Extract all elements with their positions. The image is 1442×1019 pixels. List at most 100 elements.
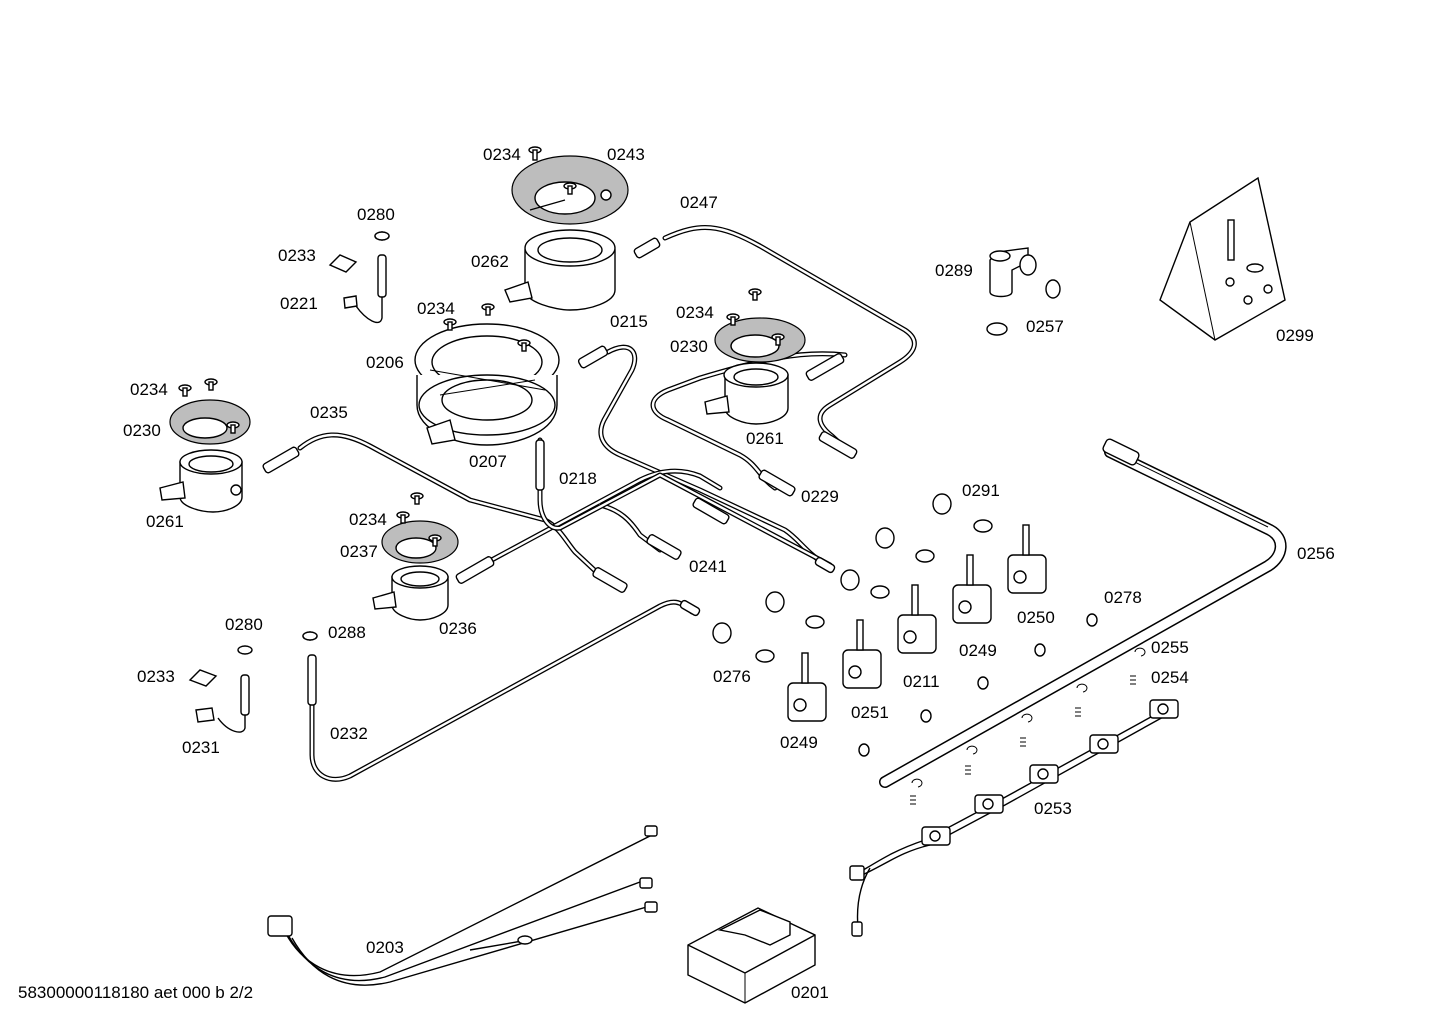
injector-0291 [932, 493, 993, 533]
label-0215: 0215 [610, 312, 648, 331]
screw-icon [443, 318, 457, 331]
nut-icon [692, 497, 730, 525]
nut-icon [577, 345, 609, 369]
spring-icon [1075, 707, 1081, 717]
part-labels: 0234 0243 0247 0280 0233 0262 0221 0234 … [123, 145, 1335, 1002]
burner-body-0261-right [704, 362, 789, 425]
spring-icon [965, 765, 971, 775]
valve-0249-b [787, 652, 827, 722]
label-0249: 0249 [780, 733, 818, 752]
label-0241: 0241 [689, 557, 727, 576]
washer-icon [1045, 279, 1061, 299]
terminal-icon [851, 921, 863, 937]
connector-0253 [849, 865, 865, 881]
screw-icon [396, 511, 410, 524]
label-0278: 0278 [1104, 588, 1142, 607]
label-0237: 0237 [340, 542, 378, 561]
label-0233: 0233 [137, 667, 175, 686]
clip-icon [1134, 647, 1146, 657]
label-0203: 0203 [366, 938, 404, 957]
nut-icon [633, 237, 661, 259]
label-0207: 0207 [469, 452, 507, 471]
label-0254: 0254 [1151, 668, 1189, 687]
screw-icon [563, 182, 577, 195]
thermocouple-0218 [535, 439, 545, 491]
label-0261: 0261 [746, 429, 784, 448]
spring-icon [1020, 737, 1026, 747]
nut-icon [679, 599, 701, 617]
injector-0276-c [765, 591, 825, 629]
label-0257: 0257 [1026, 317, 1064, 336]
parts-bag-0299 [1159, 176, 1286, 341]
washer-icon [977, 676, 989, 690]
washer-icon [858, 743, 870, 757]
label-0243: 0243 [607, 145, 645, 164]
burner-body-0261-left [159, 449, 243, 513]
burner-ring-0237 [381, 520, 459, 564]
switch-0254-b [1089, 734, 1119, 754]
clip-icon [1021, 713, 1033, 723]
screws [178, 146, 785, 547]
burner-body-0262 [504, 229, 616, 311]
ring-terminal-icon [517, 935, 533, 945]
label-0256: 0256 [1297, 544, 1335, 563]
screw-icon [481, 303, 495, 316]
nut-icon [455, 556, 495, 584]
injector-0276-b [840, 569, 890, 599]
washer-icon [986, 322, 1008, 336]
clip-icon [966, 745, 978, 755]
ignition-switches [910, 647, 1179, 846]
nut-icon [262, 446, 300, 474]
label-0234: 0234 [349, 510, 387, 529]
label-0262: 0262 [471, 252, 509, 271]
injector-0276-d [712, 622, 775, 663]
valve-0251 [842, 619, 882, 689]
label-0230: 0230 [123, 421, 161, 440]
nut-icon [592, 567, 628, 593]
label-0276: 0276 [713, 667, 751, 686]
label-0291: 0291 [962, 481, 1000, 500]
pipe-end-0256 [1102, 438, 1140, 466]
clip-icon [911, 778, 923, 788]
washer-icon [1086, 613, 1098, 627]
spring-icon [1130, 675, 1136, 685]
thermocouple-0232 [302, 631, 318, 706]
label-0201: 0201 [791, 983, 829, 1002]
washer-icon [1034, 643, 1046, 657]
terminal-icon [639, 877, 653, 889]
nut-icon [758, 469, 796, 497]
label-0234: 0234 [676, 303, 714, 322]
screw-icon [726, 313, 740, 326]
terminal-icon [644, 901, 658, 913]
label-0234: 0234 [130, 380, 168, 399]
pipe-fittings [262, 237, 1140, 617]
electrode-0231 [188, 645, 253, 733]
label-0253: 0253 [1034, 799, 1072, 818]
burner-bodies [159, 229, 789, 621]
connectors [267, 825, 865, 945]
valve-0249-a [952, 554, 992, 624]
label-0247: 0247 [680, 193, 718, 212]
label-0299: 0299 [1276, 326, 1314, 345]
ignition-module-0201 [687, 907, 816, 1004]
screw-icon [528, 146, 542, 161]
injectors [712, 493, 993, 663]
label-0280: 0280 [225, 615, 263, 634]
label-0211: 0211 [903, 672, 940, 691]
label-0232: 0232 [330, 724, 368, 743]
label-0206: 0206 [366, 353, 404, 372]
switch-0254 [1149, 699, 1179, 719]
elbow-fitting-0289 [989, 247, 1037, 298]
clip-icon [1076, 683, 1088, 693]
screw-icon [748, 288, 762, 301]
terminal-icon [644, 825, 658, 837]
switch-0253-b [974, 794, 1004, 814]
washer-icon [920, 709, 932, 723]
screw-icon [178, 384, 192, 397]
electrode-0221 [328, 231, 390, 324]
screw-icon [428, 534, 442, 547]
document-footer: 58300000118180 aet 000 b 2/2 [18, 983, 253, 1002]
screw-icon [771, 333, 785, 346]
label-0235: 0235 [310, 403, 348, 422]
spring-icon [910, 795, 916, 805]
